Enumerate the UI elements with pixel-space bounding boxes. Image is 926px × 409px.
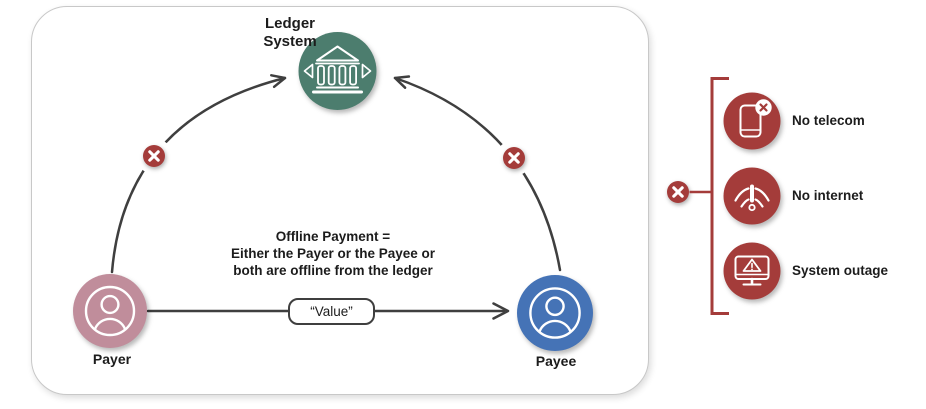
value-pill: “Value” [288, 298, 375, 325]
legend-label-system-outage: System outage [792, 263, 889, 278]
note-line3: both are offline from the ledger [233, 262, 433, 278]
user-icon [529, 287, 581, 339]
offline-x-badge-right [503, 147, 525, 169]
ledger-node [298, 32, 377, 110]
payer-label: Payer [92, 351, 132, 367]
payer-node [73, 274, 147, 348]
warning-triangle-icon [742, 258, 762, 272]
x-icon [672, 186, 684, 198]
legend-item-no-internet [723, 167, 781, 225]
legend-item-no-telecom [723, 92, 781, 150]
ledger-label-line1: Ledger [264, 15, 315, 32]
offline-x-badge-left [143, 145, 165, 167]
payee-node [517, 275, 593, 351]
ledger-system-label: Ledger System [250, 15, 330, 51]
ledger-label-line2: System [263, 33, 317, 50]
legend-bracket [710, 77, 729, 315]
payee-label: Payee [535, 353, 577, 369]
legend-item-system-outage [723, 242, 781, 300]
wifi-no-internet-icon [734, 184, 770, 212]
legend-x-badge [667, 181, 689, 203]
note-line2: Either the Payer or the Payee or [230, 245, 436, 261]
monitor-system-outage-icon [734, 255, 770, 286]
offline-payment-note: Offline Payment = Either the Payer or th… [219, 229, 447, 279]
note-line1: Offline Payment = [275, 229, 391, 244]
legend-label-no-internet: No internet [792, 188, 864, 203]
right-triangle-icon [361, 63, 372, 79]
x-icon [148, 150, 160, 162]
left-triangle-icon [303, 63, 314, 79]
x-icon [508, 152, 520, 164]
bank-icon [303, 45, 372, 94]
phone-no-telecom-icon [739, 99, 772, 138]
user-icon [84, 285, 136, 337]
legend-label-no-telecom: No telecom [792, 113, 865, 128]
x-icon [759, 103, 768, 112]
value-pill-label: “Value” [310, 304, 353, 319]
